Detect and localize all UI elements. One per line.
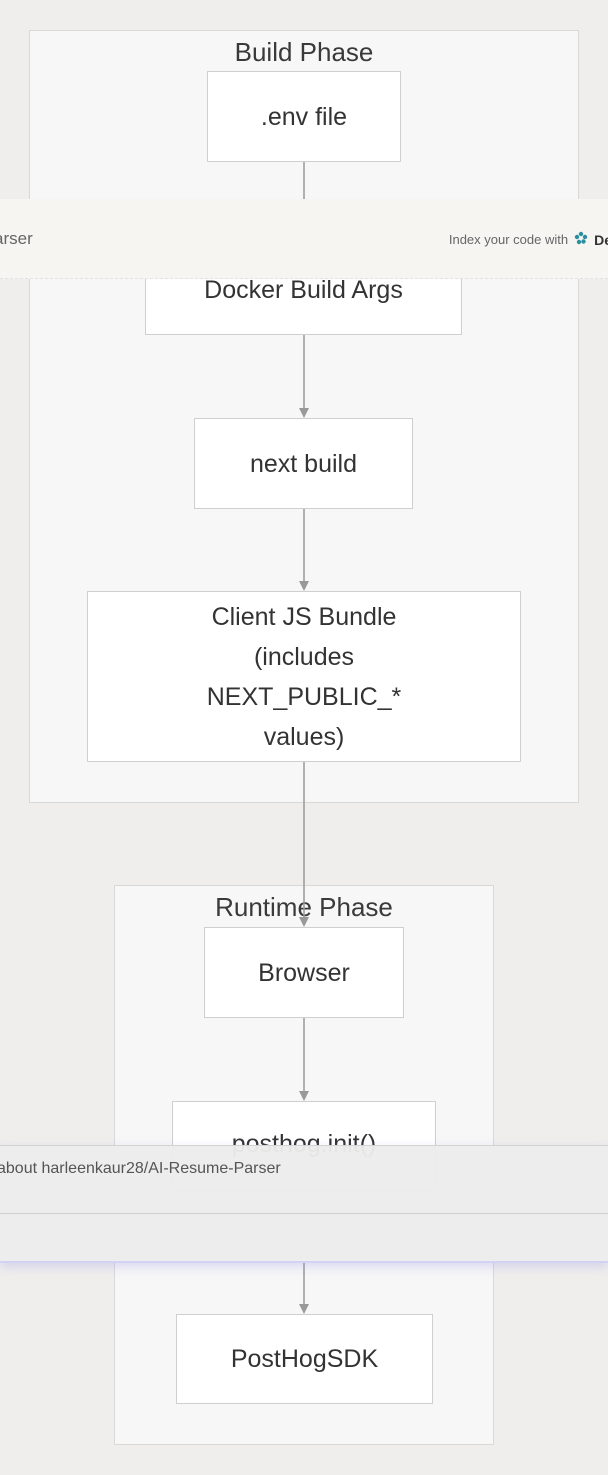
client-js-bundle-node: Client JS Bundle (includes NEXT_PUBLIC_*…: [87, 591, 521, 762]
env-file-node: .env file: [207, 71, 401, 162]
ask-input-bar[interactable]: about harleenkaur28/AI-Resume-Parser: [0, 1145, 608, 1263]
index-code-link[interactable]: Index your code with De: [449, 231, 608, 248]
posthog-sdk-node: PostHogSDK: [176, 1314, 433, 1404]
next-build-node: next build: [194, 418, 413, 509]
browser-node: Browser: [204, 927, 404, 1018]
build-phase-title: Build Phase: [234, 37, 374, 67]
repo-name-fragment: arser: [0, 229, 33, 248]
index-code-text: Index your code with: [448, 232, 569, 247]
ask-input-placeholder[interactable]: about harleenkaur28/AI-Resume-Parser: [0, 1160, 281, 1177]
brand-name: De: [594, 231, 608, 248]
brand-logo-icon: [574, 231, 588, 248]
top-banner: arser Index your code with De: [0, 199, 608, 279]
ask-bar-divider: [0, 1213, 608, 1214]
